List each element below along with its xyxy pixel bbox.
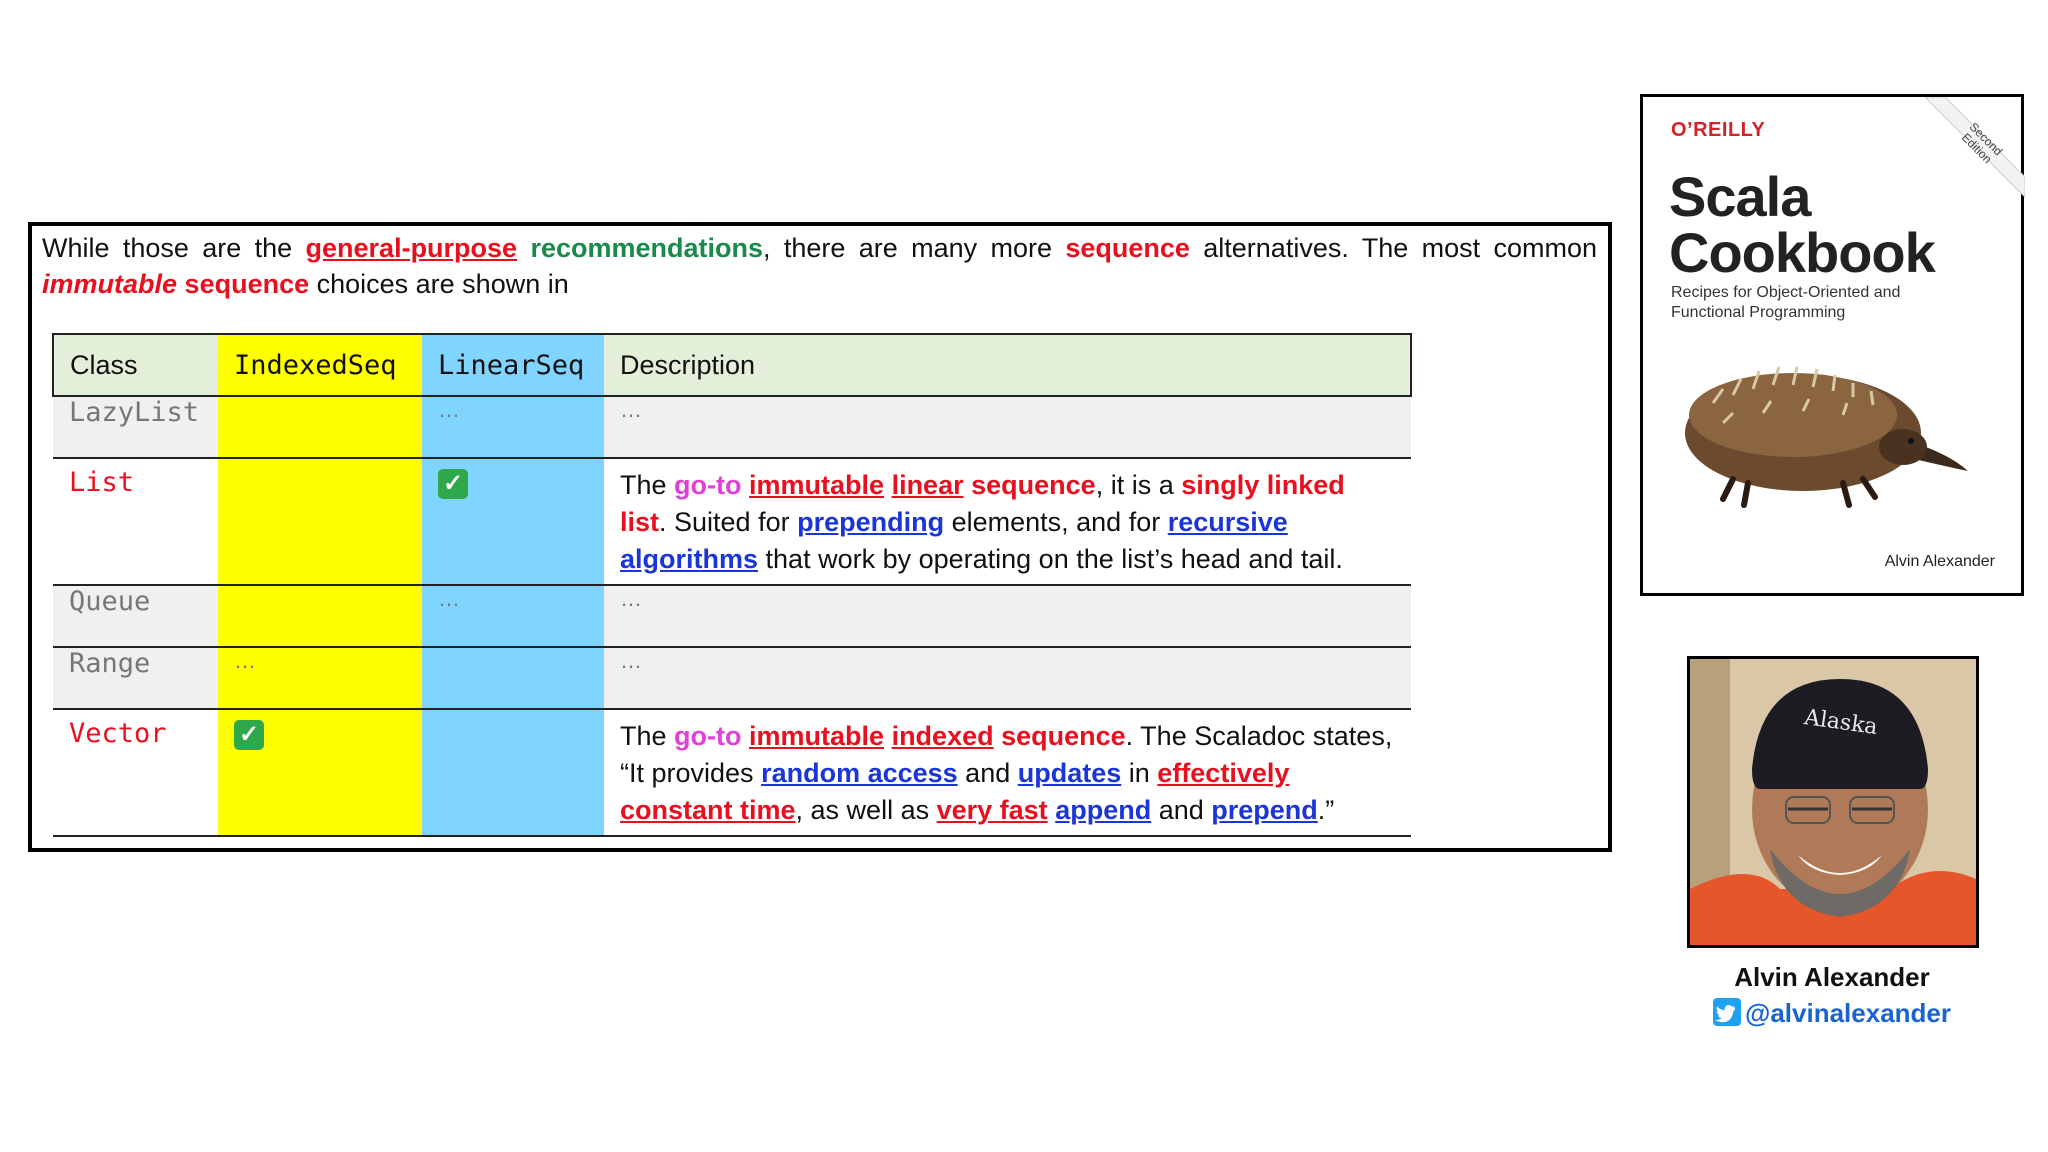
- class-name: Vector: [53, 709, 218, 836]
- book-title: Scala Cookbook: [1669, 165, 1936, 284]
- sequence-term-2: sequence: [184, 269, 310, 299]
- intro-paragraph: While those are the general-purpose reco…: [42, 233, 1597, 299]
- twitter-icon: [1712, 998, 1741, 1026]
- publisher-logo: O’REILLY: [1671, 119, 1766, 141]
- indexed-cell: [218, 458, 422, 585]
- description-cell: …: [604, 647, 1411, 709]
- table-row-list: List ✓ The go-to immutable linear sequen…: [53, 458, 1411, 585]
- header-linearseq: LinearSeq: [422, 333, 604, 397]
- description-cell: …: [604, 396, 1411, 458]
- class-name: Range: [53, 647, 218, 709]
- description-cell: …: [604, 585, 1411, 647]
- linear-cell: [422, 647, 604, 709]
- immutable-term: immutable: [42, 269, 178, 299]
- class-name: List: [53, 458, 218, 585]
- description-cell: The go-to immutable indexed sequence. Th…: [604, 709, 1411, 836]
- description-cell: The go-to immutable linear sequence, it …: [604, 458, 1411, 585]
- linear-cell: …: [422, 585, 604, 647]
- header-indexedseq: IndexedSeq: [218, 333, 422, 397]
- book-author: Alvin Alexander: [1884, 553, 1995, 570]
- checkmark-icon: ✓: [438, 469, 468, 499]
- linear-cell: ✓: [422, 458, 604, 585]
- edition-ribbon: [1905, 97, 2025, 217]
- book-subtitle: Recipes for Object-Oriented and Function…: [1671, 284, 1901, 321]
- presenter-portrait: Alaska: [1690, 659, 1976, 945]
- indexed-cell: …: [218, 647, 422, 709]
- general-purpose-term: general-purpose: [305, 233, 518, 263]
- indexed-cell: [218, 585, 422, 647]
- linear-cell: …: [422, 396, 604, 458]
- table-row-vector: Vector ✓ The go-to immutable indexed seq…: [53, 709, 1411, 836]
- recommendations-term: recommendations: [530, 233, 763, 263]
- table-row-lazylist: LazyList … …: [53, 396, 1411, 458]
- table-header-row: Class IndexedSeq LinearSeq Description: [52, 333, 1412, 397]
- sequence-term: sequence: [1065, 233, 1190, 263]
- sequence-table: Class IndexedSeq LinearSeq Description L…: [52, 333, 1412, 837]
- header-description: Description: [604, 333, 1412, 397]
- presenter-name: Alvin Alexander: [1734, 962, 1930, 992]
- presenter-photo: Alaska: [1687, 656, 1979, 948]
- header-class: Class: [52, 333, 218, 397]
- class-name: LazyList: [53, 396, 218, 458]
- echidna-illustration: [1685, 366, 1968, 508]
- table-row-range: Range … …: [53, 647, 1411, 709]
- indexed-cell: ✓: [218, 709, 422, 836]
- presenter-handle[interactable]: @alvinalexander: [1640, 998, 2024, 1029]
- indexed-cell: [218, 396, 422, 458]
- book-cover: Second Edition O’REILLY Scala Cookbook R…: [1640, 94, 2025, 596]
- table-row-queue: Queue … …: [53, 585, 1411, 647]
- ribbon-shape: [1924, 97, 2025, 198]
- class-name: Queue: [53, 585, 218, 647]
- linear-cell: [422, 709, 604, 836]
- checkmark-icon: ✓: [234, 720, 264, 750]
